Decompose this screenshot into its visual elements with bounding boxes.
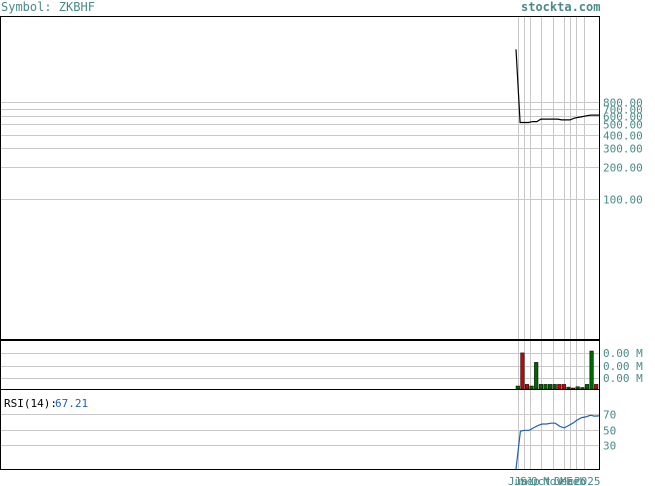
volume-bar	[575, 386, 580, 390]
brand-label[interactable]: stockta.com	[521, 0, 601, 14]
volume-bar	[580, 387, 585, 390]
volume-bar	[529, 385, 534, 390]
volume-bar	[594, 384, 599, 390]
volume-bar	[515, 385, 520, 390]
price-tick-label: 600.00	[603, 111, 643, 124]
volume-bar	[524, 384, 530, 390]
volume-tick-label: 0.00 M	[603, 347, 643, 360]
volume-bar	[584, 384, 590, 390]
time-tick-label: Nov	[543, 475, 563, 486]
time-tick-label: Sep	[520, 475, 540, 486]
time-tick-label: Dec	[554, 475, 574, 486]
volume-bar	[520, 352, 525, 390]
price-tick-label: 200.00	[603, 162, 643, 175]
volume-bar	[561, 384, 566, 390]
volume-bar	[557, 384, 562, 390]
rsi-tick-label: 70	[603, 409, 616, 422]
rsi-frame	[0, 389, 600, 470]
time-tick-label: Oct	[531, 475, 551, 486]
volume-bar	[548, 384, 553, 390]
rsi-panel: 70 50 30 RSI(14): 67.21	[0, 389, 616, 470]
volume-bar	[571, 387, 576, 390]
rsi-value: 67.21	[55, 397, 88, 410]
volume-panel: 0.00 M0.00 M0.00 M	[0, 340, 643, 390]
price-frame	[0, 16, 600, 340]
volume-tick-label: 0.00 M	[603, 372, 643, 385]
time-tick-label: Jun	[508, 475, 528, 486]
time-tick-label: 2025	[574, 475, 601, 486]
rsi-label: RSI(14):	[4, 397, 57, 410]
price-tick-label: 400.00	[603, 130, 643, 143]
volume-bar	[589, 350, 594, 390]
symbol-label: Symbol: ZKBHF	[1, 0, 95, 14]
price-tick-label: 700.00	[603, 104, 643, 117]
volume-bar	[552, 384, 557, 390]
volume-tick-label: 0.00 M	[603, 360, 643, 373]
time-tick-label: Jul	[514, 475, 534, 486]
rsi-line	[515, 414, 600, 470]
volume-frame	[0, 340, 600, 390]
price-tick-label: 100.00	[603, 194, 643, 207]
price-tick-label: 300.00	[603, 143, 643, 156]
rsi-tick-label: 50	[603, 425, 616, 438]
price-tick-label: 800.00	[603, 97, 643, 110]
volume-bar	[543, 384, 548, 390]
price-line	[515, 49, 599, 124]
price-tick-label: 500.00	[603, 119, 643, 132]
rsi-tick-label: 30	[603, 440, 616, 453]
time-tick-label: Mar	[560, 475, 580, 486]
volume-bar	[538, 384, 543, 390]
volume-bar	[566, 386, 571, 390]
volume-bar	[534, 362, 539, 390]
time-tick-label: Feb	[566, 475, 586, 486]
